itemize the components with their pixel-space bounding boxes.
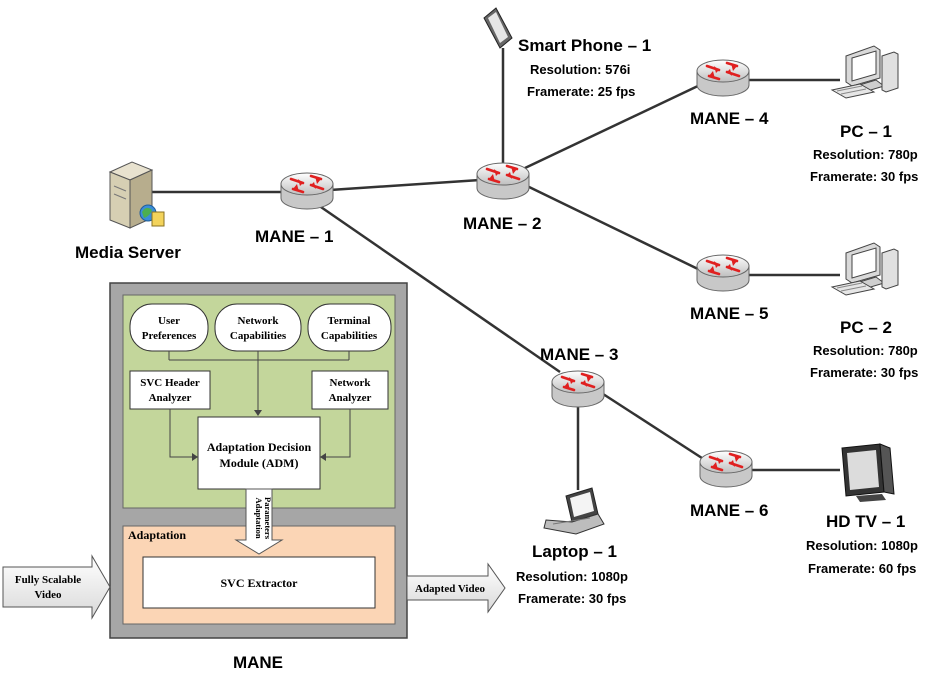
- link-mane2-mane5: [524, 183, 701, 272]
- input-video-line1: Fully Scalable: [15, 574, 81, 586]
- mane5-label: MANE – 5: [690, 304, 768, 323]
- network-capabilities-node: [214, 303, 302, 352]
- hdtv-framerate: Framerate: 60 fps: [808, 561, 916, 576]
- laptop-resolution: Resolution: 1080p: [516, 569, 628, 584]
- terminal-capabilities-line2: Capabilities: [321, 330, 378, 342]
- mane2-label: MANE – 2: [463, 214, 541, 233]
- smartphone-resolution: Resolution: 576i: [530, 62, 630, 77]
- output-video-label: Adapted Video: [415, 583, 485, 595]
- pc1-icon: [831, 45, 899, 99]
- svc-extractor-node: [142, 556, 376, 609]
- mane3-label: MANE – 3: [540, 345, 618, 364]
- terminal-capabilities-node: [307, 303, 392, 352]
- mane6-label: MANE – 6: [690, 501, 768, 520]
- mane3-router-icon: [550, 369, 606, 409]
- pc2-label: PC – 2: [840, 318, 892, 337]
- pc1-resolution: Resolution: 780p: [813, 147, 918, 162]
- mane1-label: MANE – 1: [255, 227, 333, 246]
- terminal-capabilities-line1: Terminal: [328, 315, 371, 327]
- pc2-resolution: Resolution: 780p: [813, 343, 918, 358]
- pc1-label: PC – 1: [840, 122, 892, 141]
- laptop-label: Laptop – 1: [532, 542, 617, 561]
- pc2-framerate: Framerate: 30 fps: [810, 365, 918, 380]
- network-capabilities-line1: Network: [238, 315, 280, 327]
- link-mane3-mane6: [599, 390, 706, 462]
- pc1-framerate: Framerate: 30 fps: [810, 169, 918, 184]
- mane-caption: MANE: [233, 653, 283, 672]
- input-video-line2: Video: [34, 589, 62, 601]
- mane5-router-icon: [695, 253, 751, 293]
- user-preferences-line2: Preferences: [142, 330, 197, 342]
- adaptation-parameters-arrow: [234, 488, 284, 555]
- svc-header-analyzer-line2: Analyzer: [149, 392, 192, 404]
- link-mane2-mane4: [524, 83, 701, 170]
- adm-line1: Adaptation Decision: [207, 440, 312, 454]
- mane4-label: MANE – 4: [690, 109, 769, 128]
- media-server-label: Media Server: [75, 243, 181, 262]
- user-preferences-line1: User: [158, 315, 180, 327]
- adaptation-parameters-line1: Adaptation: [254, 497, 264, 538]
- mane1-router-icon: [279, 171, 335, 211]
- media-server-icon: [108, 161, 165, 229]
- hdtv-label: HD TV – 1: [826, 512, 905, 531]
- network-analyzer-line2: Analyzer: [329, 392, 372, 404]
- svc-extractor-label: SVC Extractor: [221, 576, 299, 590]
- adm-line2: Module (ADM): [220, 456, 299, 470]
- adaptation-parameters-line2: Parameters: [263, 497, 273, 540]
- user-preferences-node: [129, 303, 209, 352]
- network-analyzer-line1: Network: [330, 377, 372, 389]
- mane2-router-icon: [475, 161, 531, 201]
- svc-header-analyzer-line1: SVC Header: [140, 377, 200, 389]
- hdtv-resolution: Resolution: 1080p: [806, 538, 918, 553]
- svc-header-analyzer-node: [129, 370, 211, 410]
- mane6-router-icon: [698, 449, 754, 489]
- smartphone-icon: [483, 7, 513, 49]
- link-mane1-mane3: [317, 203, 561, 374]
- smartphone-framerate: Framerate: 25 fps: [527, 84, 635, 99]
- hdtv-icon: [841, 443, 895, 502]
- input-video-arrow: [2, 554, 111, 620]
- output-video-arrow: [406, 562, 506, 614]
- adm-node: [197, 416, 321, 490]
- smartphone-label: Smart Phone – 1: [518, 36, 651, 55]
- laptop-icon: [543, 487, 605, 535]
- link-mane1-mane2: [329, 178, 481, 192]
- pc2-icon: [831, 242, 899, 296]
- laptop-framerate: Framerate: 30 fps: [518, 591, 626, 606]
- adaptation-title: Adaptation: [128, 528, 186, 542]
- network-capabilities-line2: Capabilities: [230, 330, 287, 342]
- mane4-router-icon: [695, 58, 751, 98]
